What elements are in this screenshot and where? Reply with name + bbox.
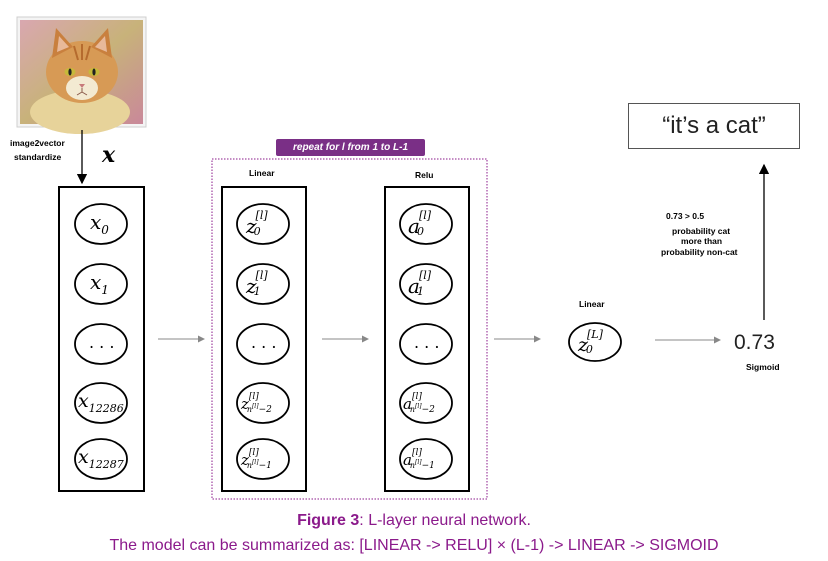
final-node-z0L [568,322,622,362]
svg-text:a[l]0: a[l]0 [408,209,432,238]
svg-text:z[l]1: z[l]1 [245,269,268,298]
preprocess-label-1: image2vector [10,138,65,148]
linear-node-zn-2 [236,382,290,424]
svg-text:. . .: . . . [251,333,276,352]
preprocess-label-2: standardize [14,152,62,162]
svg-text:z[l]n[l]−2: z[l]n[l]−2 [240,392,272,415]
repeat-label-tag: repeat for l from 1 to L-1 [276,139,425,156]
figure-text: : L-layer neural network. [359,512,531,529]
svg-text:x12287: x12287 [78,446,124,471]
input-node-x1 [74,263,128,305]
repeat-block-box [211,158,488,500]
activation-label: Sigmoid [746,362,780,372]
linear-layer-box [221,186,307,492]
input-layer-box [58,186,145,492]
figure-summary: The model can be summarized as: [LINEAR … [109,537,719,554]
relu-node-an-2 [399,382,453,424]
input-node-x12286 [74,382,128,424]
svg-text:. . .: . . . [89,333,114,352]
relu-node-ellipsis [399,323,453,365]
svg-text:x1: x1 [90,270,109,297]
relu-node-a0 [399,203,453,245]
svg-text:z[l]n[l]−1: z[l]n[l]−1 [240,448,272,471]
explain-line-1: probability cat [672,226,730,236]
input-nodes: x0 x1 . . . x12286 x12287 [74,203,128,480]
linear-column-title: Linear [249,168,275,178]
linear-node-z1 [236,263,290,305]
relu-node-a1 [399,263,453,305]
linear-node-ellipsis [236,323,290,365]
figure-caption: Figure 3: L-layer neural network. [0,512,828,530]
cat-photo [16,16,147,134]
prediction-box: “it’s a cat” [628,103,800,149]
svg-text:a[l]1: a[l]1 [408,269,432,298]
vector-symbol: x [101,142,116,168]
relu-column-title: Relu [415,170,433,180]
input-node-x12287 [74,438,128,480]
svg-text:. . .: . . . [414,333,439,352]
svg-text:a[l]n[l]−2: a[l]n[l]−2 [403,392,435,415]
relu-nodes: a[l]0 a[l]1 . . . a[l]n[l]−2 a[l]n[l]−1 [399,203,453,480]
output-value: 0.73 [734,331,775,354]
svg-text:x12286: x12286 [78,390,124,415]
relu-layer-box [384,186,470,492]
figure-label: Figure 3 [297,512,360,529]
explain-line-2: more than [681,236,722,246]
final-linear-title: Linear [579,299,605,309]
relu-node-an-1 [399,438,453,480]
linear-nodes: z[l]0 z[l]1 . . . z[l]n[l]−2 z[l]n[l]−1 [236,203,290,480]
svg-text:a[l]n[l]−1: a[l]n[l]−1 [403,448,435,471]
svg-text:z[l]0: z[l]0 [245,209,268,238]
svg-text:x0: x0 [90,210,109,237]
input-node-ellipsis [74,323,128,365]
linear-node-z0 [236,203,290,245]
final-node-label: z[L]0 [577,328,604,356]
threshold-rule: 0.73 > 0.5 [666,211,704,221]
linear-node-zn-1 [236,438,290,480]
explain-line-3: probability non-cat [661,247,738,257]
input-node-x0 [74,203,128,245]
